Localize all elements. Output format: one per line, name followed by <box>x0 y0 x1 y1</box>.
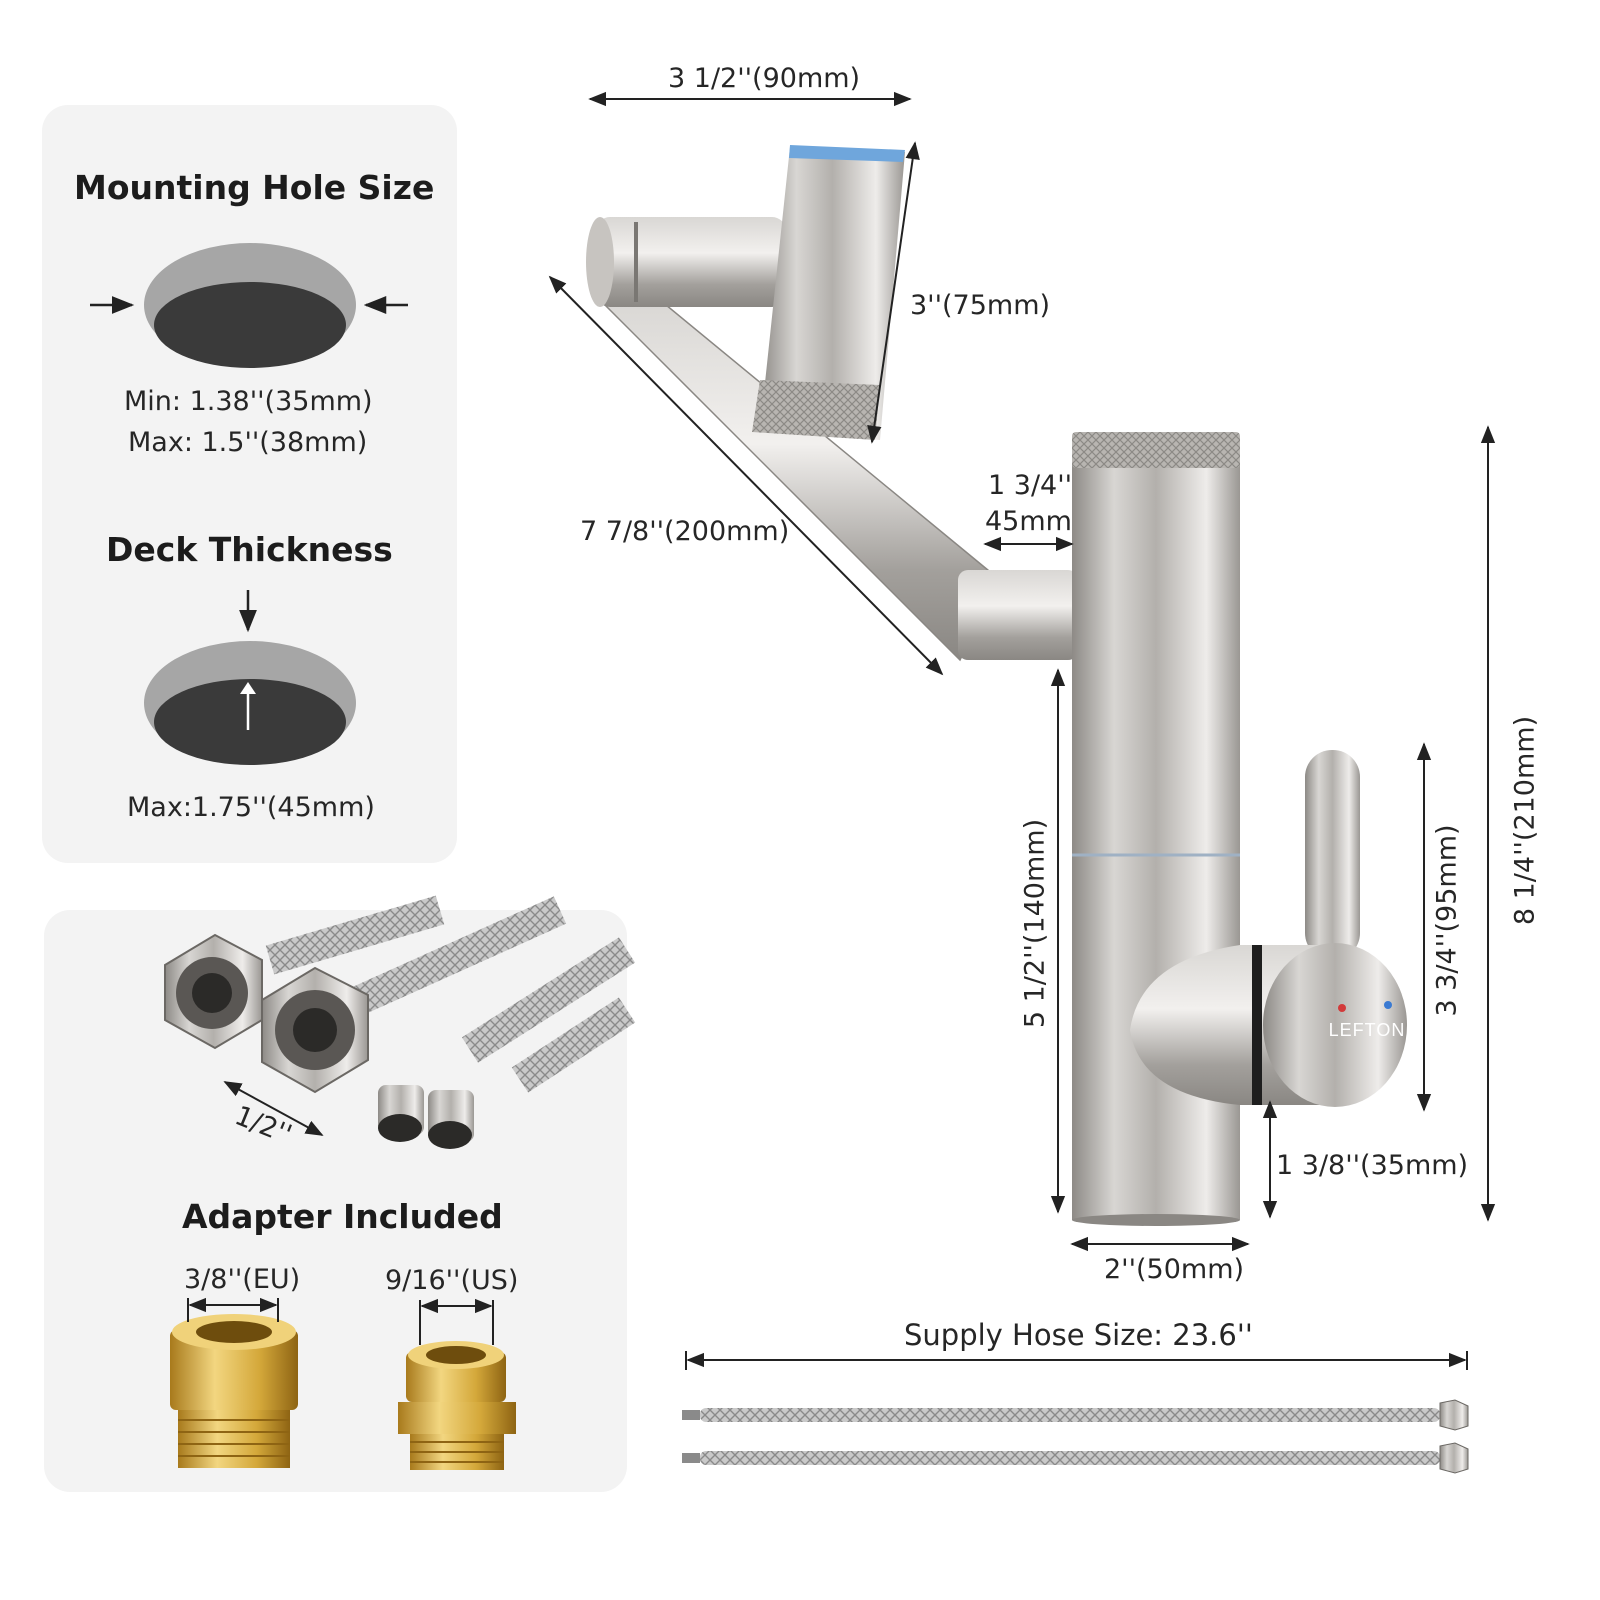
deck-thickness-icon <box>144 590 356 765</box>
faucet-dimension-lines <box>548 91 1496 1252</box>
adapter-us-image <box>398 1341 516 1470</box>
mounting-hole-min: Min: 1.38''(35mm) <box>124 386 373 417</box>
spout-head-height-label: 3''(75mm) <box>910 290 1051 321</box>
spout-reach-label: 3 1/2''(90mm) <box>668 63 861 94</box>
adapter-eu-label: 3/8''(EU) <box>184 1264 301 1295</box>
deck-thickness-title: Deck Thickness <box>106 530 393 569</box>
mounting-hole-icon <box>90 243 408 368</box>
adapter-dimension-lines <box>187 1297 494 1345</box>
brand-logo: LEFTON <box>1329 1020 1406 1040</box>
adapter-us-label: 9/16''(US) <box>385 1265 519 1296</box>
handle-base-height-label: 1 3/8''(35mm) <box>1276 1150 1469 1181</box>
arm-offset-label-1: 1 3/4'' <box>988 470 1073 501</box>
supply-hose-size-label: Supply Hose Size: 23.6'' <box>904 1318 1253 1352</box>
mounting-hole-title: Mounting Hole Size <box>74 168 435 207</box>
handle-height-label: 3 3/4''(95mm) <box>1431 824 1463 1017</box>
swivel-arm-length-label: 7 7/8''(200mm) <box>580 516 790 547</box>
total-height-label: 8 1/4''(210mm) <box>1509 715 1541 926</box>
lower-body-height-label: 5 1/2''(140mm) <box>1019 818 1051 1029</box>
adapter-title: Adapter Included <box>182 1197 503 1236</box>
hose-connectors-image <box>164 895 636 1149</box>
base-diameter-label: 2''(50mm) <box>1104 1254 1245 1285</box>
supply-hoses-image <box>682 1351 1469 1474</box>
deck-thickness-max: Max:1.75''(45mm) <box>127 792 375 823</box>
arm-offset-label-2: 45mm <box>985 506 1072 537</box>
adapter-eu-image <box>170 1314 298 1468</box>
mounting-hole-max: Max: 1.5''(38mm) <box>128 427 368 458</box>
